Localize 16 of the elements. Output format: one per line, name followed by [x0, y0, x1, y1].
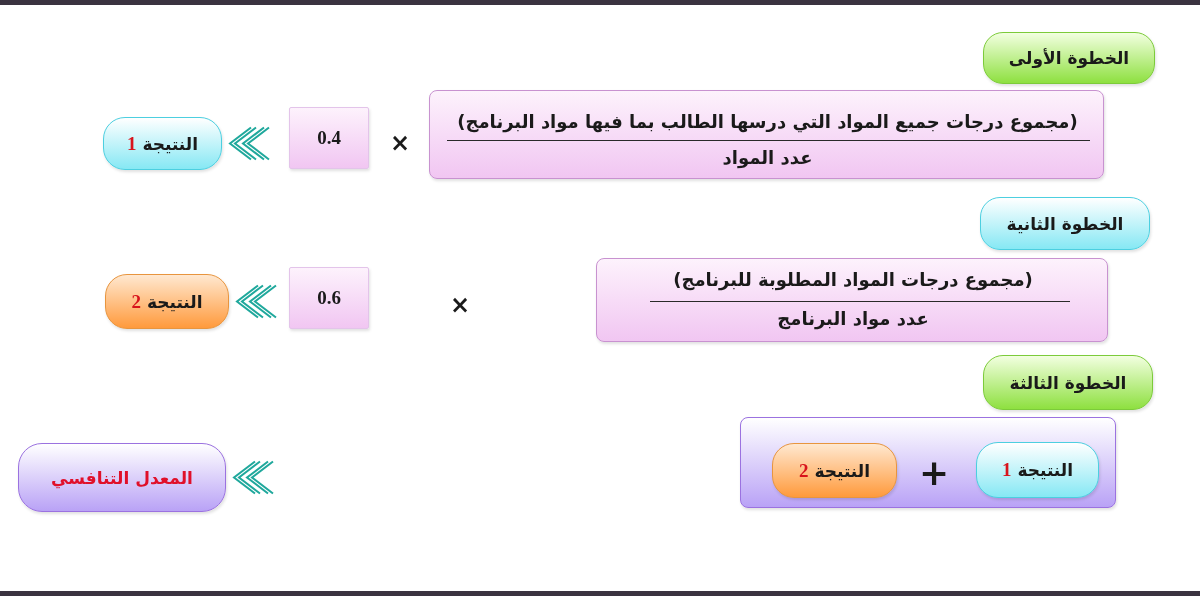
denominator-text: عدد المواد: [722, 147, 813, 169]
step-heading-box: الخطوة الثالثة: [983, 355, 1153, 410]
step-heading-box: الخطوة الثانية: [980, 197, 1150, 250]
multiply-sign: ×: [389, 131, 411, 155]
formula-box: [429, 90, 1104, 179]
numerator-text: (مجموع درجات المواد المطلوبة للبرنامج): [673, 269, 1033, 291]
plus-sign: +: [918, 455, 950, 491]
factor-box: 0.4: [289, 107, 369, 169]
sum-box: [740, 417, 1116, 508]
factor-box: 0.6: [289, 267, 369, 329]
step-heading-box: الخطوة الأولى: [983, 32, 1155, 84]
numerator-text: (مجموع درجات جميع المواد التي درسها الطالب بما فيها مواد البرنامج): [457, 111, 1078, 133]
denominator-text: عدد مواد البرنامج: [777, 308, 929, 330]
multiply-sign: ×: [449, 293, 471, 317]
formula-box: [596, 258, 1108, 342]
final-result-box: المعدل التنافسي: [18, 443, 226, 512]
